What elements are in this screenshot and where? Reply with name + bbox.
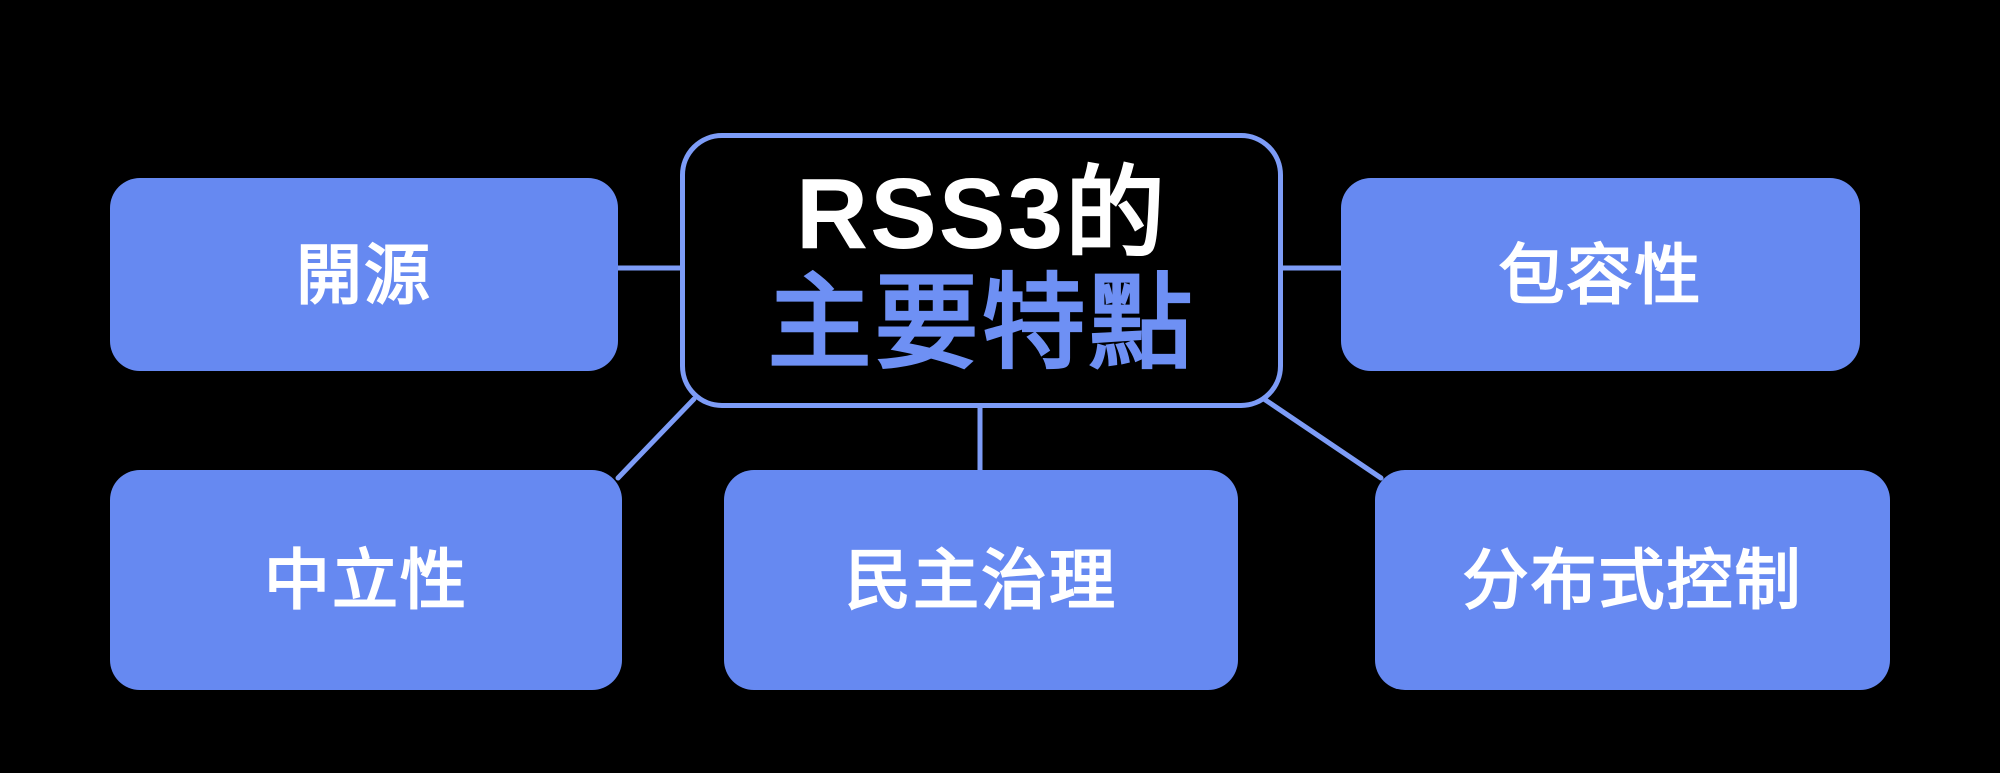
node-open-source: 開源 (110, 178, 618, 371)
node-democratic-governance-label: 民主治理 (845, 543, 1117, 617)
node-open-source-label: 開源 (296, 237, 432, 312)
node-democratic-governance: 民主治理 (724, 470, 1238, 690)
node-distributed-control: 分布式控制 (1375, 470, 1890, 690)
node-inclusivity: 包容性 (1341, 178, 1860, 371)
node-neutrality: 中立性 (110, 470, 622, 690)
connector-central-to-distributed-control (1261, 396, 1384, 481)
node-inclusivity-label: 包容性 (1498, 237, 1703, 312)
central-title-line2: 主要特點 (767, 266, 1196, 383)
connector-central-to-neutrality (615, 396, 697, 481)
node-neutrality-label: 中立性 (264, 543, 468, 617)
central-node-rss3-main-features: RSS3的 主要特點 (680, 133, 1283, 408)
node-distributed-control-label: 分布式控制 (1462, 543, 1803, 617)
central-title-line1: RSS3的 (795, 158, 1168, 271)
